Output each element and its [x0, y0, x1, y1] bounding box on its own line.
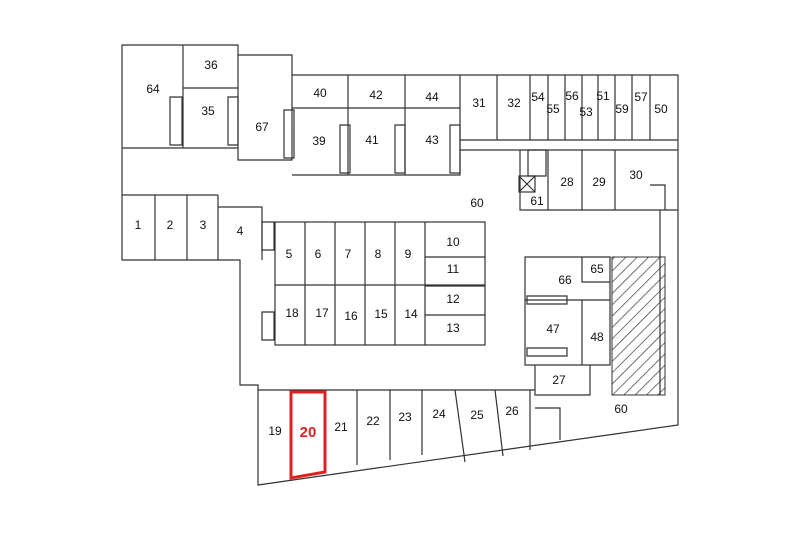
- unit-label-10: 10: [446, 235, 460, 249]
- unit-label-11: 11: [447, 262, 460, 276]
- unit-label-57: 57: [634, 90, 648, 104]
- unit-label-56: 56: [565, 89, 579, 103]
- unit-label-64: 64: [146, 82, 160, 96]
- unit-label-53: 53: [579, 105, 593, 119]
- unit-label-66: 66: [558, 273, 572, 287]
- unit-label-13: 13: [446, 321, 460, 335]
- highlighted-unit-outline: [289, 390, 327, 480]
- unit-label-61: 61: [530, 194, 544, 208]
- unit-label-59: 59: [615, 102, 629, 116]
- unit-label-22: 22: [366, 414, 380, 428]
- unit-label-42: 42: [369, 88, 383, 102]
- unit-label-65: 65: [590, 262, 604, 276]
- unit-label-19: 19: [268, 424, 282, 438]
- unit-label-1: 1: [135, 218, 142, 232]
- unit-label-67: 67: [255, 120, 269, 134]
- unit-label-26: 26: [505, 404, 519, 418]
- walls: [121, 44, 679, 486]
- unit-label-18: 18: [285, 306, 299, 320]
- unit-label-12: 12: [446, 292, 460, 306]
- unit-label-5: 5: [286, 247, 293, 261]
- unit-label-2: 2: [167, 218, 174, 232]
- unit-label-47: 47: [546, 322, 560, 336]
- unit-label-16: 16: [344, 309, 358, 323]
- unit-label-43: 43: [425, 133, 439, 147]
- unit-label-51: 51: [596, 89, 610, 103]
- unit-label-21: 21: [334, 420, 348, 434]
- unit-label-3: 3: [200, 218, 207, 232]
- unit-label-60: 60: [470, 196, 484, 210]
- unit-label-41: 41: [365, 133, 379, 147]
- unit-label-14: 14: [404, 307, 418, 321]
- unit-label-27: 27: [552, 373, 566, 387]
- unit-label-20: 20: [300, 424, 317, 441]
- unit-label-60: 60: [614, 402, 628, 416]
- unit-label-54: 54: [531, 90, 545, 104]
- unit-label-40: 40: [313, 86, 327, 100]
- unit-label-6: 6: [315, 247, 322, 261]
- unit-label-29: 29: [592, 175, 606, 189]
- unit-label-44: 44: [425, 90, 439, 104]
- unit-label-23: 23: [398, 410, 412, 424]
- unit-label-4: 4: [237, 224, 244, 238]
- unit-label-55: 55: [546, 102, 560, 116]
- unit-label-50: 50: [654, 102, 668, 116]
- unit-label-25: 25: [470, 408, 484, 422]
- unit-label-28: 28: [560, 175, 574, 189]
- unit-label-39: 39: [312, 134, 326, 148]
- unit-label-15: 15: [374, 307, 388, 321]
- unit-label-32: 32: [507, 96, 521, 110]
- unit-label-36: 36: [204, 58, 218, 72]
- unit-label-48: 48: [590, 330, 604, 344]
- unit-label-24: 24: [432, 407, 446, 421]
- unit-label-35: 35: [201, 104, 215, 118]
- unit-label-17: 17: [315, 306, 329, 320]
- unit-label-30: 30: [629, 168, 643, 182]
- unit-label-7: 7: [345, 247, 352, 261]
- unit-label-8: 8: [375, 247, 382, 261]
- unit-label-31: 31: [472, 96, 486, 110]
- unit-label-9: 9: [405, 247, 412, 261]
